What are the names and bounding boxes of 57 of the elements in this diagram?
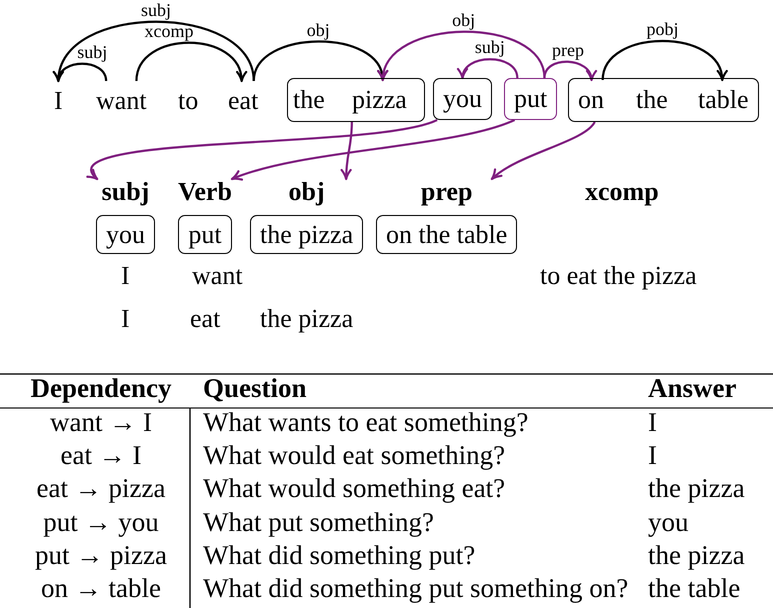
- sentence-word: the: [293, 84, 325, 116]
- sentence-word: to: [178, 85, 198, 117]
- question-text: What would something eat?: [203, 475, 506, 502]
- dependency-text: put → pizza: [35, 542, 167, 568]
- slot-heading: subj: [102, 179, 150, 205]
- question-text: What did something put?: [203, 542, 476, 568]
- slot-heading: xcomp: [585, 179, 659, 205]
- column-header: Answer: [648, 375, 736, 401]
- sentence-word: the: [636, 84, 668, 116]
- slot-box: you: [96, 215, 155, 254]
- slot-filler-text: I: [121, 263, 130, 289]
- phrase-box: [287, 78, 425, 122]
- answer-text: the table: [648, 575, 740, 601]
- question-text: What did something put something on?: [203, 575, 628, 601]
- slot-box: on the table: [376, 215, 518, 254]
- sentence-word: pizza: [352, 80, 407, 120]
- slot-box: the pizza: [250, 215, 364, 254]
- edge-label: prep: [552, 40, 584, 59]
- column-header: Dependency: [30, 375, 172, 401]
- answer-text: I: [648, 442, 657, 468]
- slot-filler-text: want: [192, 263, 243, 289]
- edge-label: obj: [452, 10, 476, 29]
- question-text: What put something?: [203, 508, 434, 535]
- word-box: you: [433, 78, 492, 120]
- slot-filler-text: the pizza: [260, 306, 354, 332]
- edge-label: obj: [306, 20, 330, 38]
- edge-label: subj: [141, 0, 172, 19]
- slot-filler-text: to eat the pizza: [540, 263, 697, 289]
- dependency-text: on → table: [41, 575, 161, 601]
- answer-text: the pizza: [648, 475, 745, 502]
- sentence-word: on: [578, 80, 604, 120]
- dependency-text: put → you: [43, 508, 159, 535]
- slot-heading: prep: [420, 179, 472, 205]
- sentence-word: want: [96, 81, 147, 121]
- question-text: What wants to eat something?: [203, 409, 528, 435]
- slot-heading: Verb: [178, 179, 232, 205]
- answer-text: you: [648, 508, 688, 535]
- question-text: What would eat something?: [203, 442, 506, 468]
- sentence-word: table: [698, 80, 749, 120]
- phrase-box: [568, 78, 759, 122]
- slot-box: put: [178, 215, 232, 254]
- slot-filler-text: I: [121, 306, 130, 332]
- slot-filler-text: eat: [190, 306, 220, 332]
- column-header: Question: [203, 375, 307, 401]
- sentence-word: I: [54, 81, 63, 121]
- answer-text: the pizza: [648, 542, 745, 568]
- dependency-text: eat → I: [60, 442, 142, 468]
- dependency-text: want → I: [50, 409, 152, 435]
- edge-label: xcomp: [144, 22, 194, 40]
- dependency-text: eat → pizza: [36, 475, 166, 502]
- word-box: put: [504, 78, 558, 120]
- edge-label: pobj: [646, 20, 678, 38]
- answer-text: I: [648, 409, 657, 435]
- edge-label: subj: [474, 38, 505, 56]
- edge-label: subj: [77, 42, 108, 61]
- sentence-word: eat: [228, 81, 258, 121]
- slot-heading: obj: [288, 179, 325, 205]
